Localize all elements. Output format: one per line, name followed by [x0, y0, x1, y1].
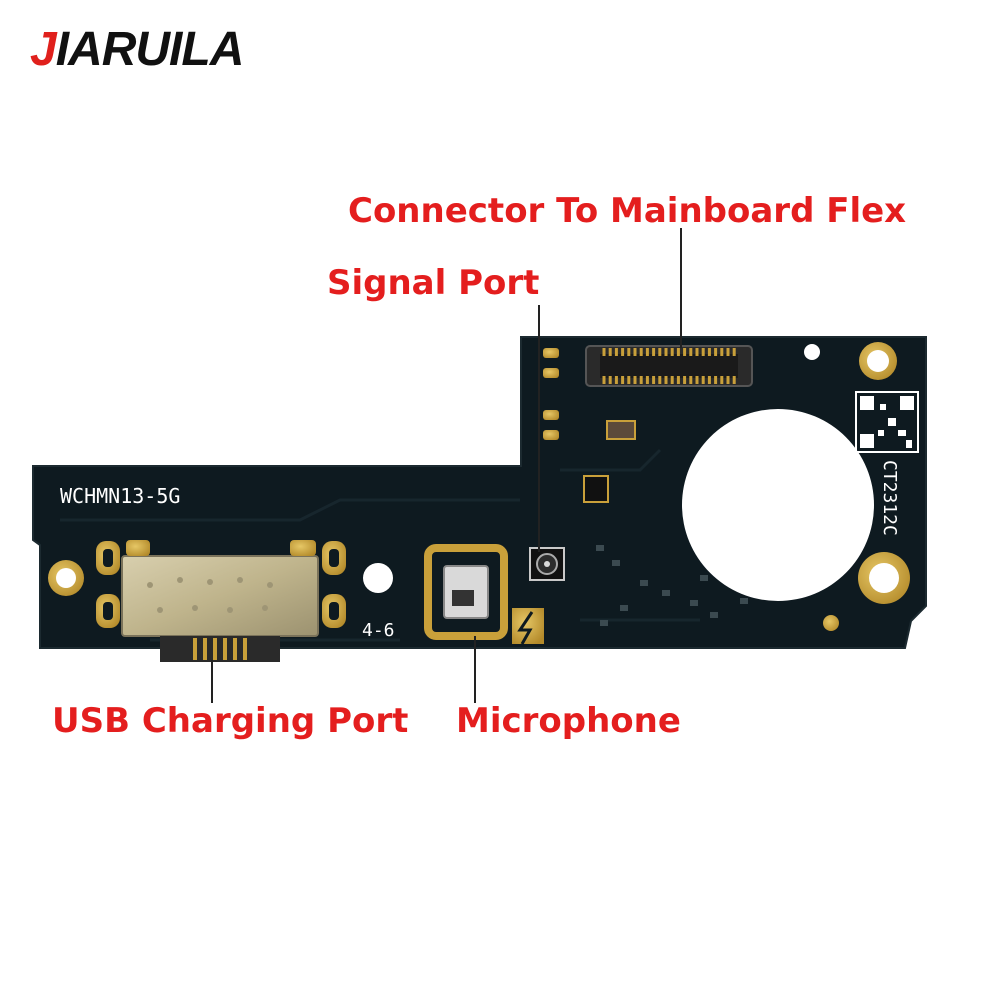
- brand-logo: JIARUILA: [30, 22, 245, 77]
- lightning-pad: [512, 608, 544, 644]
- mounting-hole-mid: [363, 563, 393, 593]
- usb-port-dimples: [147, 577, 273, 613]
- microphone-component: [424, 544, 508, 640]
- pcb-cutout-hole: [682, 409, 874, 601]
- mounting-hole-top-right: [859, 342, 897, 380]
- label-signal-port: Signal Port: [327, 263, 540, 303]
- brand-logo-rest: IARUILA: [55, 23, 245, 76]
- label-microphone: Microphone: [456, 701, 681, 741]
- brand-logo-prefix: J: [30, 23, 57, 76]
- leader-lines: [211, 228, 682, 703]
- label-connector-to-mainboard-flex: Connector To Mainboard Flex: [348, 191, 907, 231]
- usb-c-port: [121, 555, 319, 662]
- label-usb-charging-port: USB Charging Port: [52, 701, 409, 741]
- board-code-text: 4-6: [362, 620, 395, 641]
- board-model-text: WCHMN13-5G: [60, 484, 180, 508]
- qr-code: [855, 391, 919, 453]
- mainboard-flex-connector: [585, 345, 753, 387]
- mounting-hole-left: [48, 560, 84, 596]
- signal-port: [529, 547, 565, 581]
- mounting-hole-small: [804, 344, 820, 360]
- board-side-text: CT2312C: [879, 460, 900, 536]
- mounting-hole-bottom-right: [858, 552, 910, 604]
